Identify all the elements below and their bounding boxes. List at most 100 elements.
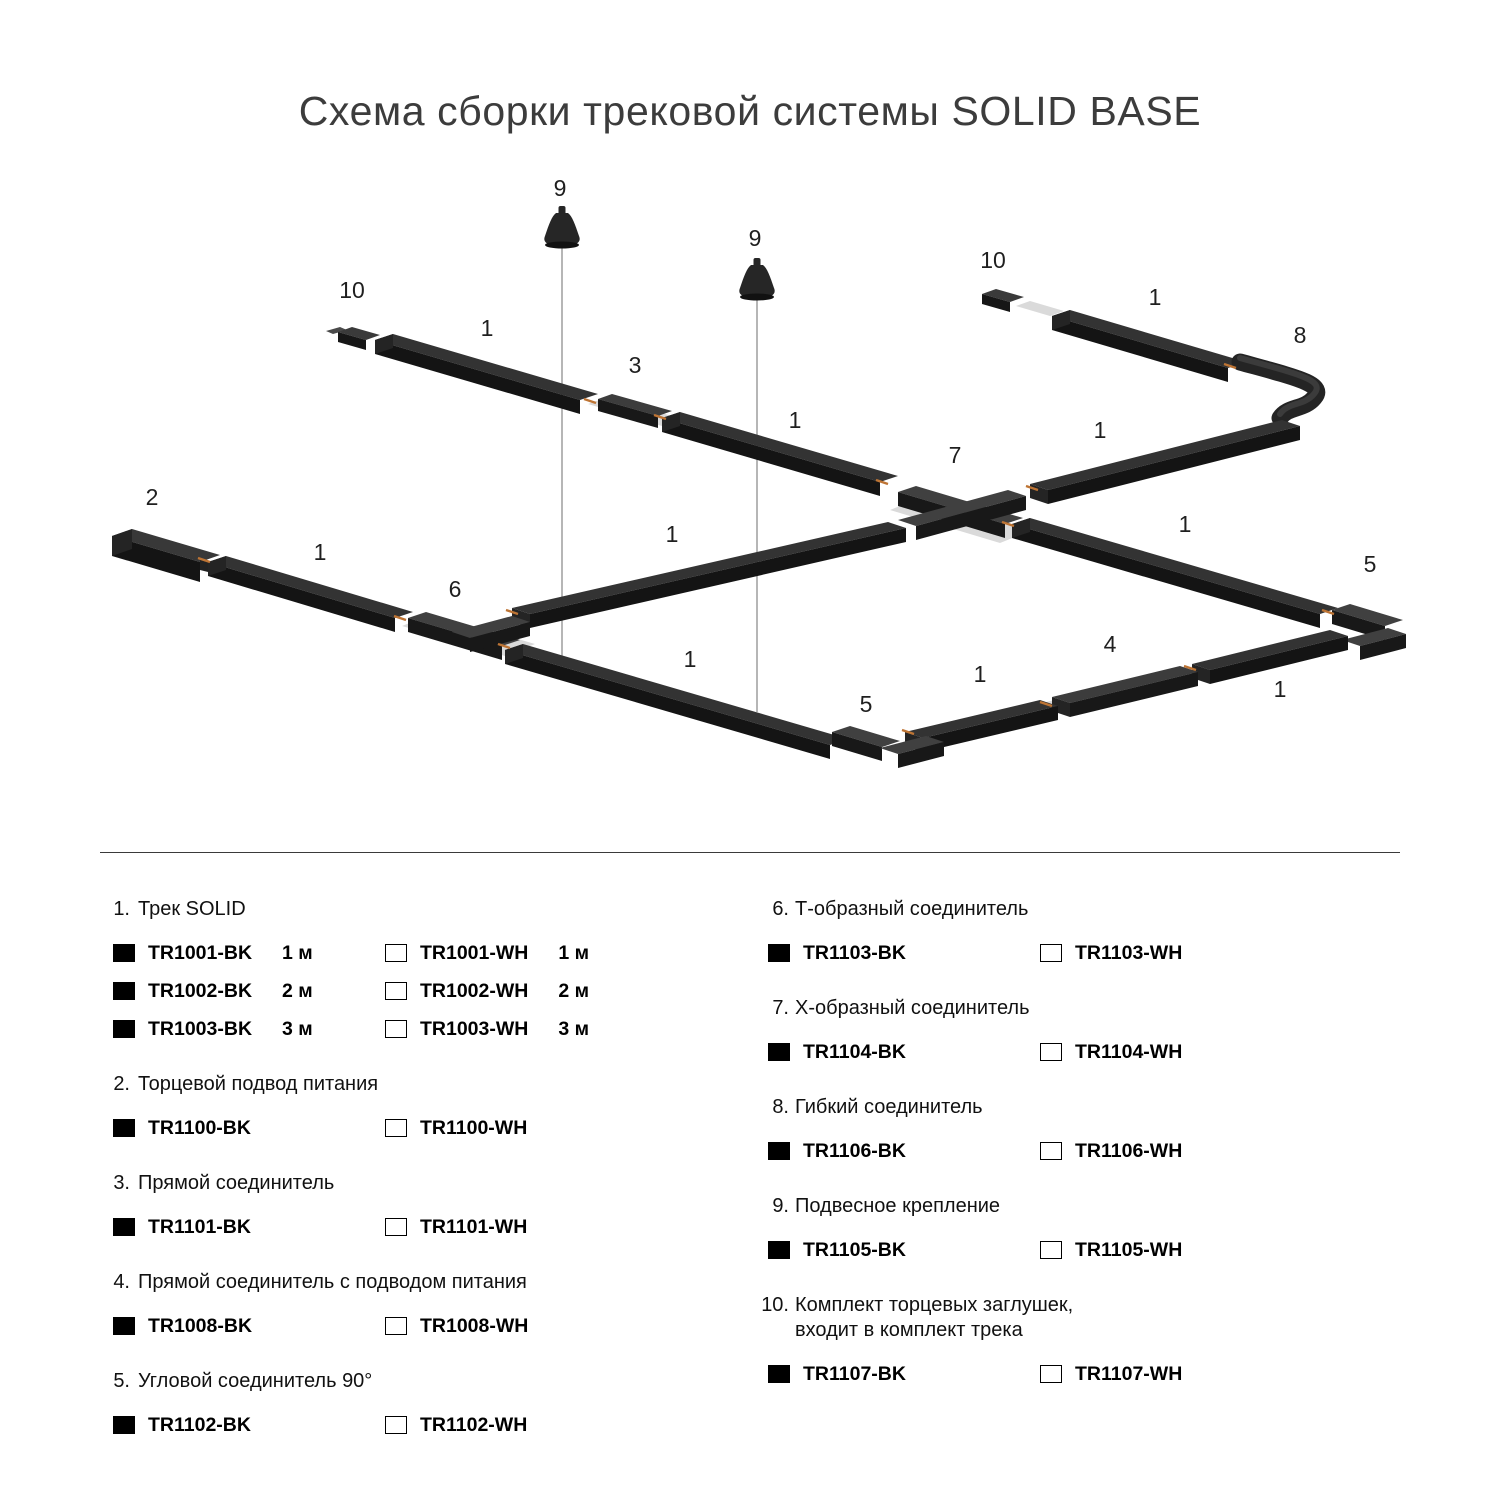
product-code: TR1002-WH — [420, 979, 529, 1002]
black-color-swatch — [768, 944, 790, 962]
product-code: TR1103-BK — [803, 941, 906, 964]
part-title: Подвесное крепление — [795, 1195, 1001, 1217]
part-number: 6. — [772, 898, 789, 920]
track-piece — [505, 644, 848, 759]
product-code: TR1104-WH — [1075, 1040, 1183, 1063]
pendant-mount-piece — [739, 258, 775, 301]
white-color-swatch — [385, 982, 407, 1000]
track-piece — [662, 412, 898, 496]
black-color-swatch — [113, 944, 135, 962]
product-code: TR1003-BK — [148, 1017, 253, 1040]
variant-row: TR1100-BK TR1100-WH — [100, 1109, 755, 1147]
black-color-swatch — [113, 1317, 135, 1335]
white-color-swatch — [1040, 1365, 1062, 1383]
variant-rows: TR1104-BK TR1104-WH — [755, 1033, 1410, 1071]
white-color-swatch — [1040, 1241, 1062, 1259]
white-variant: TR1001-WH 1 м — [370, 942, 589, 965]
black-variant: TR1003-BK 3 м — [100, 1018, 370, 1041]
product-code: TR1002-BK — [148, 979, 253, 1002]
white-color-swatch — [1040, 1142, 1062, 1160]
product-code: TR1104-BK — [803, 1040, 906, 1063]
diagram-label: 8 — [1294, 322, 1307, 348]
black-variant: TR1106-BK — [755, 1140, 1025, 1163]
black-color-swatch — [768, 1365, 790, 1383]
part-title: Прямой соединитель с подводом питания — [138, 1271, 527, 1293]
part-title: Трек SOLID — [138, 898, 246, 920]
white-variant: TR1103-WH — [1025, 942, 1182, 965]
black-color-swatch — [768, 1142, 790, 1160]
variant-rows: TR1101-BK TR1101-WH — [100, 1208, 755, 1246]
white-variant: TR1107-WH — [1025, 1363, 1182, 1386]
size-label: 3 м — [282, 1017, 313, 1040]
variant-row: TR1101-BK TR1101-WH — [100, 1208, 755, 1246]
legend-item-header: 5. Угловой соединитель 90° — [100, 1369, 755, 1394]
white-variant: TR1003-WH 3 м — [370, 1018, 589, 1041]
product-code: TR1106-BK — [803, 1139, 906, 1162]
diagram-label: 6 — [449, 576, 462, 602]
part-number: 4. — [113, 1271, 130, 1293]
diagram-label: 4 — [1104, 631, 1117, 657]
black-variant: TR1001-BK 1 м — [100, 942, 370, 965]
track-piece — [1012, 518, 1338, 628]
product-code: TR1008-WH — [420, 1314, 529, 1337]
white-variant: TR1002-WH 2 м — [370, 980, 589, 1003]
size-label: 1 м — [558, 941, 590, 964]
diagram-label: 1 — [789, 407, 802, 433]
legend-item-header: 9. Подвесное крепление — [755, 1194, 1410, 1219]
assembly-diagram: 9 9 10 1 3 1 10 1 8 1 7 1 2 1 6 1 5 1 5 … — [112, 175, 1406, 768]
part-title: Гибкий соединитель — [795, 1096, 983, 1118]
x-connector-piece — [898, 486, 1026, 540]
white-color-swatch — [385, 1020, 407, 1038]
flexible-connector-piece — [1231, 353, 1326, 427]
legend-column-right: 6. Т-образный соединитель TR1103-BK TR11… — [755, 897, 1410, 1468]
diagram-label: 1 — [314, 539, 327, 565]
white-variant: TR1106-WH — [1025, 1140, 1182, 1163]
part-title: Угловой соединитель 90° — [138, 1370, 373, 1392]
product-code: TR1001-BK — [148, 941, 253, 964]
legend-item-header: 6. Т-образный соединитель — [755, 897, 1410, 922]
white-color-swatch — [385, 944, 407, 962]
legend-column-left: 1. Трек SOLID TR1001-BK 1 м TR1001-WH 1 … — [100, 897, 755, 1468]
track-piece — [208, 556, 413, 632]
track-piece — [1052, 310, 1246, 382]
product-code: TR1003-WH — [420, 1017, 529, 1040]
variant-rows: TR1106-BK TR1106-WH — [755, 1132, 1410, 1170]
diagram-label: 1 — [1179, 511, 1192, 537]
variant-row: TR1103-BK TR1103-WH — [755, 934, 1410, 972]
product-code: TR1102-WH — [420, 1413, 528, 1436]
diagram-label: 10 — [980, 247, 1006, 273]
variant-row: TR1105-BK TR1105-WH — [755, 1231, 1410, 1269]
black-color-swatch — [768, 1043, 790, 1061]
product-code: TR1100-BK — [148, 1116, 251, 1139]
legend-item: 8. Гибкий соединитель TR1106-BK TR1106-W… — [755, 1095, 1410, 1170]
part-title: Комплект торцевых заглушек, входит в ком… — [795, 1293, 1073, 1343]
size-label: 1 м — [282, 941, 313, 964]
diagram-label: 1 — [666, 521, 679, 547]
pendant-wire — [561, 248, 758, 712]
part-number: 8. — [772, 1096, 789, 1118]
track-piece — [375, 334, 598, 414]
black-variant: TR1107-BK — [755, 1363, 1025, 1386]
white-variant: TR1105-WH — [1025, 1239, 1182, 1262]
white-variant: TR1008-WH — [370, 1315, 528, 1338]
black-color-swatch — [113, 1020, 135, 1038]
t-connector-piece — [408, 612, 530, 660]
size-label: 3 м — [558, 1017, 590, 1040]
diagram-label: 5 — [860, 691, 873, 717]
white-color-swatch — [385, 1119, 407, 1137]
pendant-mount-piece — [544, 206, 580, 249]
white-variant: TR1101-WH — [370, 1216, 527, 1239]
black-variant: TR1100-BK — [100, 1117, 370, 1140]
product-code: TR1008-BK — [148, 1314, 253, 1337]
variant-row: TR1003-BK 3 м TR1003-WH 3 м — [100, 1010, 755, 1048]
product-code: TR1107-BK — [803, 1362, 906, 1385]
variant-rows: TR1102-BK TR1102-WH — [100, 1406, 755, 1444]
variant-rows: TR1100-BK TR1100-WH — [100, 1109, 755, 1147]
product-code: TR1105-BK — [803, 1238, 906, 1261]
variant-row: TR1008-BK TR1008-WH — [100, 1307, 755, 1345]
variant-rows: TR1103-BK TR1103-WH — [755, 934, 1410, 972]
diagram-label: 1 — [1149, 284, 1162, 310]
variant-row: TR1106-BK TR1106-WH — [755, 1132, 1410, 1170]
product-code: TR1105-WH — [1075, 1238, 1183, 1261]
diagram-label: 1 — [1274, 676, 1287, 702]
